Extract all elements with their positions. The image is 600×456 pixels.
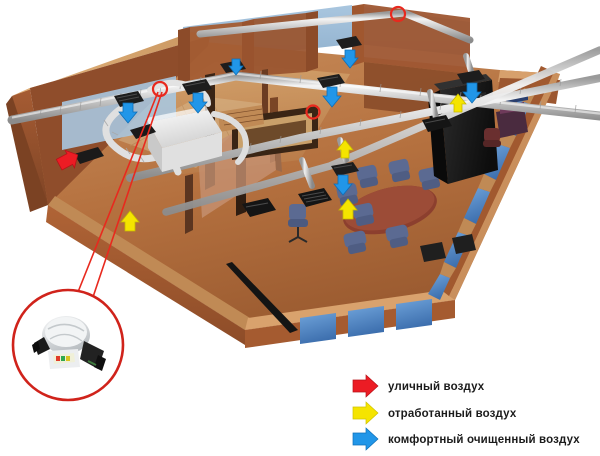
baseboard-duct <box>226 262 298 333</box>
outdoor-air-arrow <box>55 149 79 171</box>
duct-markers <box>151 5 407 120</box>
front-right-windows <box>300 299 432 344</box>
supply-arrows <box>118 49 482 196</box>
airflow-arrows <box>55 49 482 232</box>
exhaust-arrows <box>120 93 467 232</box>
duct-marker <box>389 5 407 23</box>
duct-marker <box>305 104 321 120</box>
duct-network <box>7 5 600 217</box>
front-left-wall <box>48 196 250 330</box>
callout-leader-line <box>91 91 163 301</box>
conference-chairs <box>336 158 441 255</box>
right-exterior-wall <box>449 72 560 300</box>
callout-device <box>32 316 106 371</box>
office-chair-center <box>288 204 308 243</box>
air-handling-unit <box>146 106 222 172</box>
lower-furniture <box>420 234 476 262</box>
detail-callout <box>11 91 163 402</box>
main-duct-3 <box>162 46 600 216</box>
front-right-wall-top <box>245 288 458 330</box>
left-wall-outer-slab <box>6 96 48 212</box>
flex-duct-right <box>211 111 249 165</box>
left-wall-top <box>12 32 210 96</box>
callout-leader-line <box>73 91 159 303</box>
front-left-wall-face <box>46 205 245 345</box>
